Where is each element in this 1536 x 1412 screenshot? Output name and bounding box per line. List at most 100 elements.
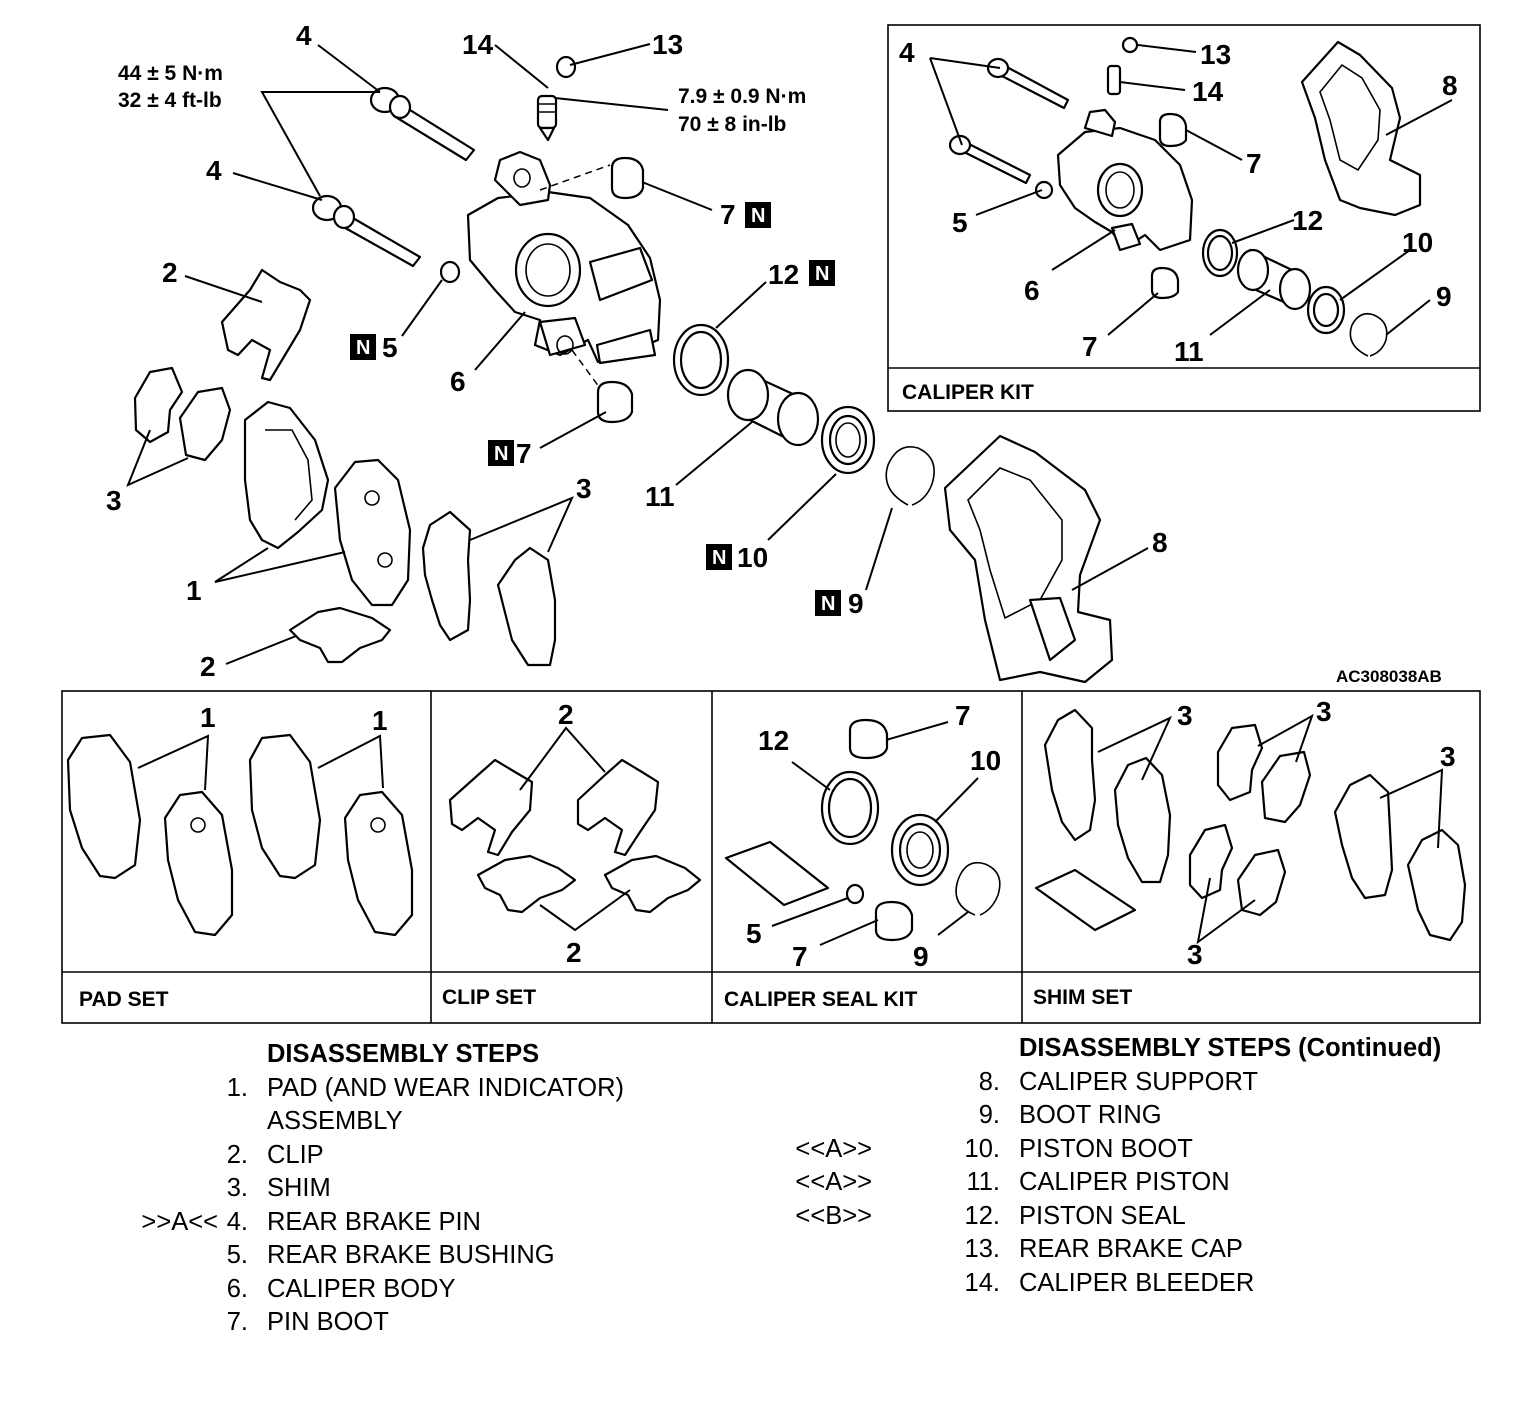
callout-1: 1 (186, 575, 202, 606)
clip-set-clip-1 (448, 758, 534, 857)
callout-8: 8 (1152, 527, 1168, 558)
seal-kit-callout-7-upper: 7 (955, 700, 971, 731)
step-text: PISTON SEAL (1019, 1201, 1186, 1230)
caliper-bleeder (536, 94, 558, 142)
bleeder-torque-nm: 7.9 ± 0.9 N·m (678, 85, 806, 108)
shim-set-shim-3 (1216, 723, 1264, 802)
pin-torque-nm: 44 ± 5 N·m (118, 62, 223, 85)
new-part-box-12 (809, 260, 835, 286)
callout-2-upper: 2 (162, 257, 178, 288)
step-text: CALIPER SUPPORT (1019, 1067, 1259, 1096)
rear-brake-pin-lower (311, 194, 422, 268)
kit-callout-5: 5 (952, 207, 968, 238)
step-text: PIN BOOT (267, 1308, 389, 1336)
new-part-box-9 (815, 590, 841, 616)
seal-kit-callout-5: 5 (746, 918, 762, 949)
step-row: 14. CALIPER BLEEDER (760, 1267, 1520, 1301)
pin-boot-upper (610, 156, 645, 200)
step-row: 3. SHIM (0, 1172, 760, 1206)
shim-left-a (133, 366, 184, 444)
kit-pin-boot-upper (1158, 112, 1188, 148)
new-part-box-5 (350, 334, 376, 360)
step-number: 10. (964, 1134, 1000, 1163)
disassembly-steps-right: DISASSEMBLY STEPS (Continued) 8. CALIPER… (760, 1032, 1520, 1300)
clip-set-clip-3 (476, 854, 577, 914)
new-part-box-7-upper (745, 202, 771, 228)
steps-heading: DISASSEMBLY STEPS (0, 1038, 760, 1072)
step-mark: >>A<< (141, 1207, 218, 1236)
new-part-mark: N (751, 205, 765, 227)
step-text: CALIPER BLEEDER (1019, 1268, 1255, 1297)
rear-brake-bushing (439, 260, 461, 284)
seal-kit-grease-pack (724, 840, 830, 907)
step-text: SHIM (267, 1174, 331, 1202)
new-part-mark: N (356, 337, 370, 359)
shim-set-shim-6 (1236, 848, 1287, 917)
brake-pad-inner (243, 400, 330, 550)
step-number: 7. (226, 1308, 248, 1336)
step-number: 5. (226, 1241, 248, 1269)
kit-callout-9: 9 (1436, 281, 1452, 312)
seal-kit-callout-12: 12 (758, 725, 789, 756)
caliper-kit-panel: CALIPER KIT (887, 24, 1481, 412)
pad-set-callout-1b: 1 (372, 705, 388, 736)
shim-set-shim-7 (1333, 773, 1394, 900)
caliper-piston (726, 368, 820, 447)
kit-cap (1121, 36, 1139, 54)
callout-5: 5 (382, 332, 398, 363)
kit-callout-8: 8 (1442, 70, 1458, 101)
seal-kit-pin-boot-1 (848, 718, 889, 760)
boot-ring (885, 446, 935, 506)
shim-set-shim-1 (1043, 708, 1097, 842)
shim-set-shim-2 (1113, 756, 1172, 884)
pad-set-label: PAD SET (79, 988, 169, 1011)
pin-boot-lower (596, 380, 634, 424)
step-number: 11. (966, 1168, 1000, 1196)
step-row: <<A>> 11. CALIPER PISTON (760, 1166, 1520, 1200)
main-exploded-view: 44 ± 5 N·m 32 ± 4 ft-lb 7.9 ± 0.9 N·m 70… (106, 20, 1442, 686)
step-row: 1. PAD (AND WEAR INDICATOR) (0, 1072, 760, 1106)
pad-set-callout-1a: 1 (200, 702, 216, 733)
kit-piston (1236, 248, 1312, 311)
step-number: 3. (226, 1174, 248, 1202)
step-mark: <<A>> (795, 1134, 872, 1163)
kit-callout-11: 11 (1174, 336, 1204, 367)
callout-4-lower: 4 (206, 155, 222, 186)
disassembly-steps-left: DISASSEMBLY STEPS 1. PAD (AND WEAR INDIC… (0, 1038, 760, 1340)
shim-left-b (178, 386, 232, 462)
callout-12: 12 (768, 259, 799, 290)
steps-heading-text: DISASSEMBLY STEPS (267, 1040, 540, 1068)
exploded-brake-diagram: 44 ± 5 N·m 32 ± 4 ft-lb 7.9 ± 0.9 N·m 70… (61, 20, 1481, 1024)
clip-set-label: CLIP SET (442, 986, 536, 1009)
callout-9: 9 (848, 588, 864, 619)
seal-kit-callout-7-lower: 7 (792, 941, 808, 972)
kit-bleeder (1106, 64, 1122, 96)
shim-set-label: SHIM SET (1033, 986, 1132, 1009)
shim-set-shim-4 (1260, 750, 1312, 824)
step-row: 5. REAR BRAKE BUSHING (0, 1239, 760, 1273)
seal-kit-callout-9: 9 (913, 941, 929, 972)
step-mark: <<A>> (795, 1168, 872, 1196)
kit-callout-6: 6 (1024, 275, 1040, 306)
clip-set-clip-2 (576, 758, 660, 857)
step-number: 6. (226, 1274, 248, 1303)
step-row: 13. REAR BRAKE CAP (760, 1233, 1520, 1267)
pad-set-pad-4 (343, 790, 414, 937)
step-number: 14. (964, 1268, 1000, 1297)
step-number: 13. (964, 1235, 1000, 1263)
clip-lower (288, 606, 392, 664)
callout-7-lower: 7 (516, 438, 532, 469)
step-number: 8. (978, 1067, 1000, 1096)
clip-set-panel: 2 2 CLIP SET (442, 699, 702, 1009)
kit-piston-seal (1201, 228, 1239, 278)
pad-set-panel: 1 1 PAD SET (66, 702, 414, 1011)
new-part-mark: N (494, 443, 508, 465)
bleeder-torque-inlb: 70 ± 8 in-lb (678, 113, 786, 136)
seal-kit-pin-boot-2 (874, 900, 914, 942)
seal-kit-piston-seal (820, 770, 880, 846)
step-text: ASSEMBLY (267, 1107, 403, 1135)
kit-bushing (1034, 180, 1054, 200)
caliper-support (943, 434, 1114, 684)
clip-set-callout-2a: 2 (558, 699, 574, 730)
step-text: REAR BRAKE BUSHING (267, 1241, 555, 1269)
